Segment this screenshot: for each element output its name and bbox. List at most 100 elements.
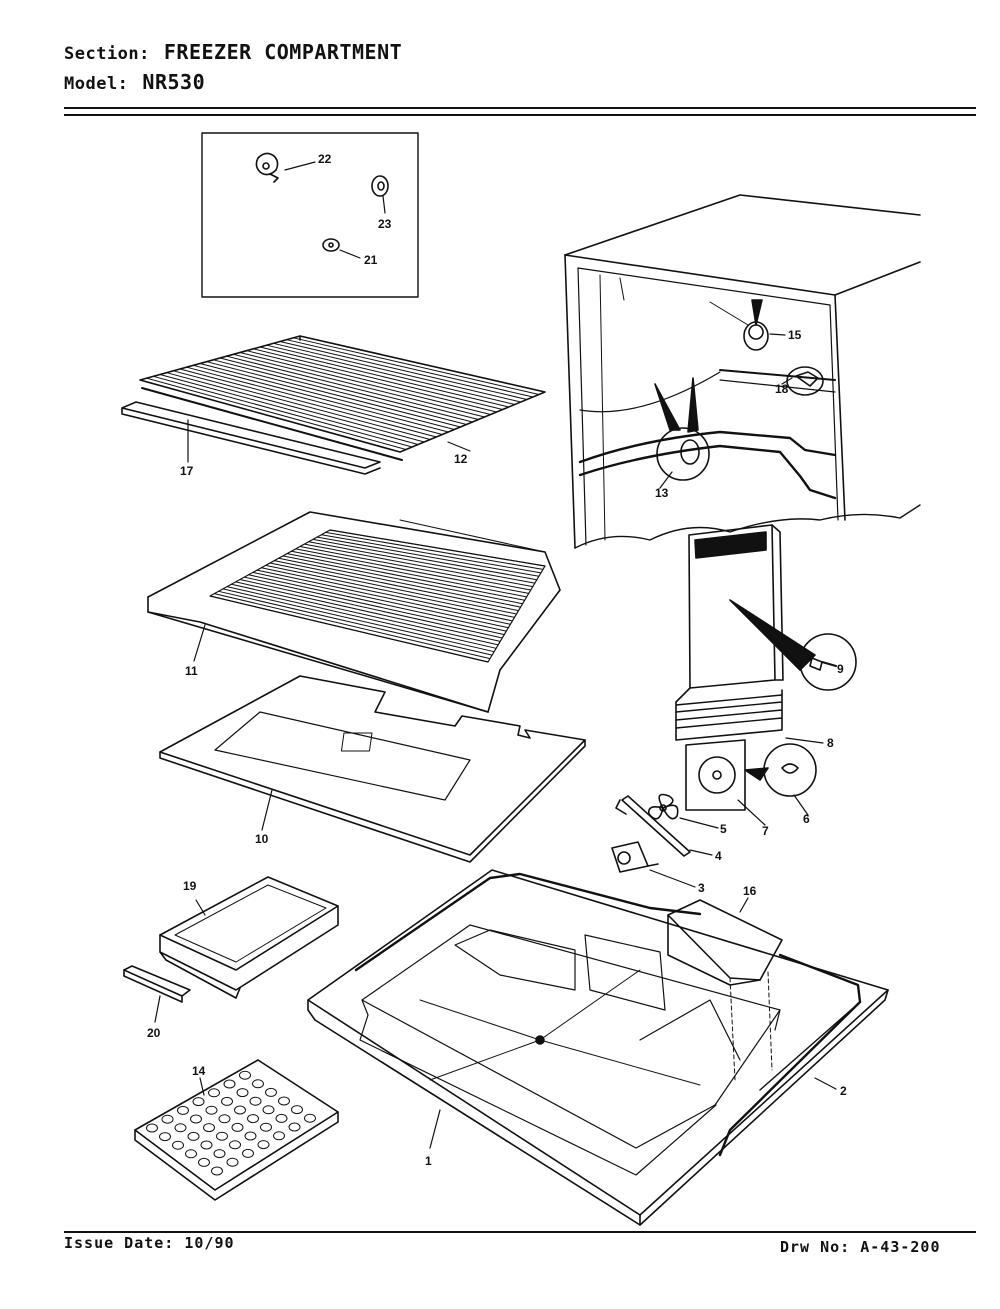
ice-cube-cup [200,1140,213,1150]
part-6-grommet [744,743,817,797]
model-line: Model: NR530 [64,70,205,94]
section-line: Section: FREEZER COMPARTMENT [64,40,402,64]
ice-cube-cup [304,1113,316,1123]
issue-date: Issue Date: 10/90 [64,1234,235,1252]
callout-11: 11 [185,664,198,678]
callout-4: 4 [715,849,722,863]
ice-cube-cup [161,1114,174,1124]
header-rule-bottom [64,114,976,116]
part-22-clip [255,152,279,183]
part-8-air-duct [675,524,784,741]
callout-10: 10 [255,832,269,846]
header-rule-top [64,107,976,109]
ice-cube-cup [236,1088,249,1098]
ice-cube-cup [218,1114,231,1124]
callout-23: 23 [378,217,392,231]
part-15-thermostat-knob [709,299,769,351]
callout-12: 12 [454,452,468,466]
ice-cube-cup [260,1122,272,1132]
part-1-freezer-pan [307,869,889,1226]
callout-9: 9 [837,662,844,676]
ice-cube-cup [213,1149,226,1159]
ice-cube-cup [208,1088,220,1098]
callout-16: 16 [743,884,757,898]
ice-cube-cup [203,1123,215,1133]
ice-cube-cup [221,1096,233,1106]
part-14-ice-tray [134,1059,339,1201]
part-12-wire-shelf [139,335,546,461]
ice-cube-cup [273,1131,285,1141]
callout-21: 21 [364,253,378,267]
callout-15: 15 [788,328,802,342]
ice-cube-cup [234,1105,246,1115]
ice-cube-cup [291,1105,303,1115]
part-19-ice-bucket [159,876,339,999]
callout-3: 3 [698,881,705,895]
ice-cube-cup [205,1105,218,1115]
ice-cube-cup [288,1122,301,1132]
ice-cube-cup [257,1140,270,1150]
ice-cube-cup [275,1113,288,1123]
ice-cube-cup [146,1123,158,1133]
ice-cube-cup [159,1132,171,1142]
ice-cube-cup [244,1131,257,1141]
ice-cube-cup [223,1079,236,1089]
callout-13: 13 [655,486,669,500]
part-23-cap [371,175,389,197]
part-21-washer [322,238,340,252]
ice-cube-cup [247,1114,259,1124]
ice-cube-cup [172,1140,184,1150]
callout-17: 17 [180,464,194,478]
ice-cube-cup [229,1140,241,1150]
model-label: Model: [64,74,129,94]
model-value: NR530 [142,70,206,94]
ice-cube-cup [190,1114,202,1124]
part-18-bracket [786,366,824,396]
ice-cube-cup [239,1070,251,1080]
part-16-cover [667,899,783,1081]
part-3-fan-motor [611,841,659,873]
callout-8: 8 [827,736,834,750]
ice-cube-cup [174,1123,187,1133]
part-7-fan-shroud [685,739,746,811]
callout-5: 5 [720,822,727,836]
ice-cube-cup [177,1105,189,1115]
part-9-screw [729,599,857,691]
ice-cube-cup [252,1079,264,1089]
callout-18: 18 [775,382,789,396]
ice-cube-cup [262,1105,275,1115]
part-5-fan-blade [647,793,679,820]
callout-1: 1 [425,1154,432,1168]
ice-cube-cup [216,1131,228,1141]
drawing-number: Drw No: A-43-200 [780,1238,941,1256]
section-label: Section: [64,44,150,64]
ice-cube-cup [187,1131,200,1141]
callout-6: 6 [803,812,810,826]
callout-7: 7 [762,824,769,838]
part-17-shelf-rail [121,401,381,475]
callout-labels: 22 23 21 15 18 13 12 17 11 9 8 10 6 7 5 … [147,152,847,1168]
callout-14: 14 [192,1064,206,1078]
ice-cube-cup [231,1122,244,1132]
callout-19: 19 [183,879,197,893]
ice-cube-cup [242,1148,254,1158]
section-value: FREEZER COMPARTMENT [163,40,403,64]
ice-cube-cup [249,1096,262,1106]
callout-20: 20 [147,1026,161,1040]
part-2-gasket [354,872,862,1157]
part-4-motor-bracket [615,795,691,857]
part-10-panel [159,675,586,863]
part-11-shelf-tray [147,511,561,713]
callout-22: 22 [318,152,332,166]
ice-cube-cup [185,1149,197,1159]
ice-cube-cup [211,1166,223,1176]
footer-rule [64,1231,976,1233]
cabinet-liner [564,194,921,549]
ice-cube-cup [192,1097,205,1107]
part-20-bucket-front [123,965,191,1003]
ice-cube-cup [265,1087,277,1097]
part-13-light-socket [654,377,710,481]
ice-cube-cup [278,1096,290,1106]
leader-lines [154,161,837,1149]
